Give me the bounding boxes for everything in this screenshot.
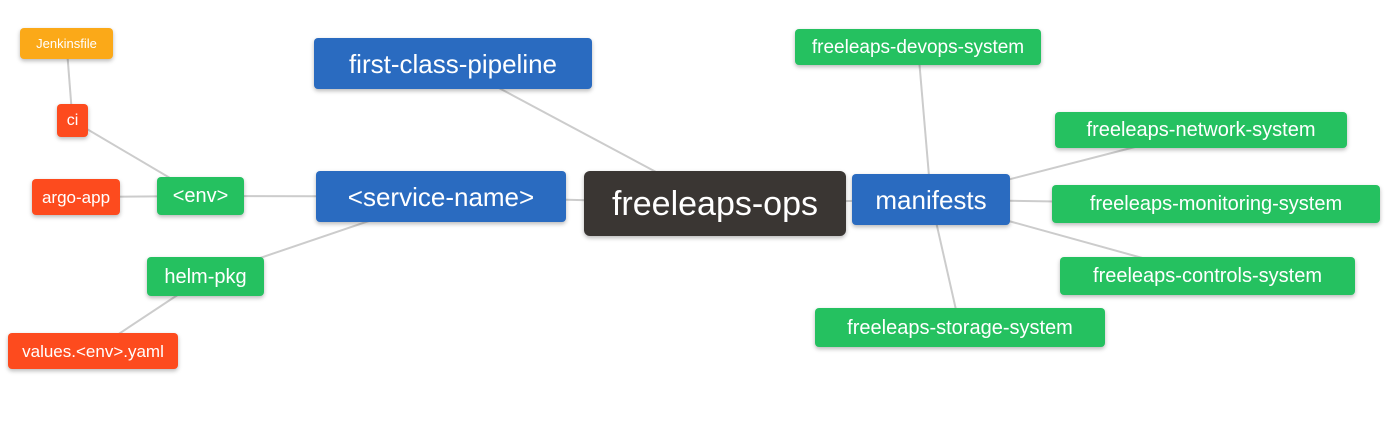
mindmap-node-devops[interactable]: freeleaps-devops-system xyxy=(795,29,1041,65)
mindmap-node-monitoring[interactable]: freeleaps-monitoring-system xyxy=(1052,185,1380,223)
mindmap-node-storage[interactable]: freeleaps-storage-system xyxy=(815,308,1105,347)
mindmap-node-ci[interactable]: ci xyxy=(57,104,88,137)
mindmap-node-pipeline[interactable]: first-class-pipeline xyxy=(314,38,592,89)
mindmap-node-manifests[interactable]: manifests xyxy=(852,174,1010,225)
mindmap-node-argo[interactable]: argo-app xyxy=(32,179,120,215)
mindmap-node-network[interactable]: freeleaps-network-system xyxy=(1055,112,1347,148)
mindmap-node-jenkins[interactable]: Jenkinsfile xyxy=(20,28,113,59)
mindmap-node-service[interactable]: <service-name> xyxy=(316,171,566,222)
mindmap-node-values[interactable]: values.<env>.yaml xyxy=(8,333,178,369)
mindmap-node-helm[interactable]: helm-pkg xyxy=(147,257,264,296)
mindmap-node-env[interactable]: <env> xyxy=(157,177,244,215)
mindmap-node-root[interactable]: freeleaps-ops xyxy=(584,171,846,236)
mindmap-node-controls[interactable]: freeleaps-controls-system xyxy=(1060,257,1355,295)
